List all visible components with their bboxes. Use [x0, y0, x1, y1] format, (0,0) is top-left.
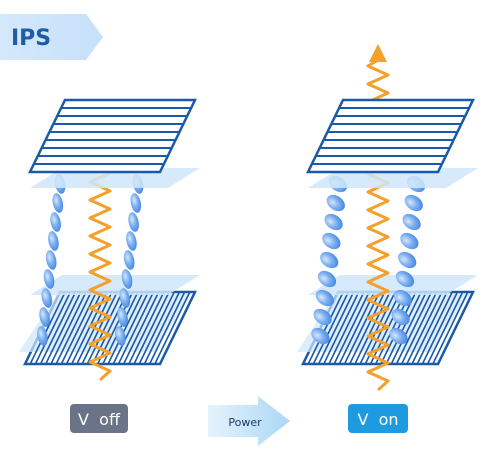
- bottom-polarizer-slit: [50, 291, 87, 365]
- bottom-glass-substrate: [308, 275, 478, 295]
- badge-voltage-on-label: V on: [357, 410, 398, 429]
- bottom-polarizer-slit: [406, 291, 443, 365]
- bottom-polarizer-slit: [338, 291, 376, 365]
- liquid-crystal-molecule: [320, 251, 339, 269]
- power-arrow: Power: [208, 396, 290, 446]
- liquid-crystal-molecule: [119, 288, 131, 308]
- liquid-crystal-molecule: [50, 212, 61, 232]
- liquid-crystal-molecule: [52, 193, 64, 213]
- bottom-polarizer-slit: [39, 291, 77, 365]
- liquid-crystal-molecule: [37, 326, 48, 346]
- bottom-polarizer-slit: [432, 291, 469, 365]
- bottom-polarizer-slit: [29, 291, 66, 365]
- liquid-crystal-molecule: [121, 269, 133, 289]
- liquid-crystal-molecule: [130, 193, 142, 213]
- bottom-polarizer-slit: [55, 291, 92, 365]
- top-polarizer-frame: [306, 98, 475, 174]
- bottom-polarizer-slit: [317, 291, 355, 365]
- panel-voltage-on: [297, 44, 478, 392]
- bottom-polarizer-slit: [312, 291, 350, 365]
- liquid-crystal-molecule: [39, 307, 50, 327]
- liquid-crystal-molecule: [315, 289, 334, 307]
- ips-tag-shape: [0, 14, 103, 60]
- bottom-polarizer-slit: [416, 291, 453, 365]
- liquid-crystal-molecule: [43, 269, 55, 289]
- bottom-polarizer-slit: [390, 291, 427, 365]
- liquid-crystal-molecule: [313, 308, 332, 326]
- liquid-crystal-molecule: [324, 213, 343, 231]
- bottom-polarizer-slit: [395, 291, 433, 365]
- bottom-polarizer-slit: [107, 291, 144, 365]
- liquid-crystal-molecule: [123, 250, 135, 270]
- liquid-crystal-molecule: [393, 289, 412, 307]
- liquid-crystal-molecule: [317, 270, 337, 288]
- bottom-polarizer-slit: [122, 291, 160, 365]
- bottom-polarizer-slit: [385, 291, 422, 365]
- bottom-polarizer-slit: [411, 291, 448, 365]
- liquid-crystal-molecule: [126, 231, 137, 251]
- liquid-crystal-molecule: [311, 327, 330, 345]
- badge-voltage-off: V off: [70, 404, 128, 433]
- bottom-polarizer-slit: [307, 291, 344, 365]
- liquid-crystal-molecule: [45, 250, 57, 270]
- liquid-crystal-molecule: [398, 251, 417, 269]
- bottom-glass-substrate: [30, 275, 200, 295]
- liquid-crystal-molecule: [41, 288, 53, 308]
- panel-voltage-off: [19, 98, 200, 382]
- bottom-polarizer-slit: [421, 291, 459, 365]
- liquid-crystal-molecule: [128, 212, 139, 232]
- liquid-crystal-molecule: [48, 231, 59, 251]
- ips-tag-label: IPS: [11, 26, 51, 51]
- liquid-crystal-molecule: [326, 194, 345, 212]
- liquid-crystal-molecule: [400, 232, 419, 250]
- top-polarizer-frame: [28, 98, 197, 174]
- bottom-polarizer-slit: [128, 291, 165, 365]
- power-arrow-shape: [208, 396, 290, 446]
- liquid-crystal-molecule: [389, 327, 408, 345]
- bottom-polarizer-slit: [354, 291, 391, 365]
- badge-voltage-on-bg: [348, 404, 408, 433]
- bottom-polarizer-slit: [133, 291, 170, 365]
- bottom-polarizer-slit: [81, 291, 118, 365]
- power-arrow-label: Power: [228, 416, 262, 429]
- bottom-polarizer-slit: [34, 291, 72, 365]
- bottom-polarizer-slit: [426, 291, 464, 365]
- bottom-polarizer-slit: [148, 291, 186, 365]
- badge-voltage-off-bg: [70, 404, 128, 433]
- liquid-crystal-molecule: [404, 194, 423, 212]
- bottom-polarizer-slit: [117, 291, 155, 365]
- bottom-polarizer-slit: [359, 291, 396, 365]
- liquid-crystal-molecule: [395, 270, 415, 288]
- bottom-polarizer-slit: [112, 291, 149, 365]
- bottom-polarizer-slit: [60, 291, 98, 365]
- liquid-crystal-molecule: [117, 307, 128, 327]
- bottom-polarizer-slit: [333, 291, 370, 365]
- bottom-polarizer-slit: [86, 291, 124, 365]
- bottom-polarizer-slit: [400, 291, 438, 365]
- liquid-crystal-molecule: [115, 326, 126, 346]
- bottom-polarizer-slit: [154, 291, 191, 365]
- bottom-polarizer-slit: [323, 291, 360, 365]
- light-arrowhead: [369, 44, 387, 62]
- bottom-polarizer-slit: [91, 291, 129, 365]
- bottom-polarizer-slit: [143, 291, 181, 365]
- bottom-polarizer-slit: [328, 291, 365, 365]
- bottom-polarizer-slit: [138, 291, 175, 365]
- liquid-crystal-molecule: [322, 232, 341, 250]
- bottom-polarizer-slit: [45, 291, 82, 365]
- badge-voltage-off-label: V off: [78, 410, 121, 429]
- liquid-crystal-molecule: [402, 213, 421, 231]
- badge-voltage-on: V on: [348, 404, 408, 433]
- liquid-crystal-molecule: [391, 308, 410, 326]
- ips-tag: IPS: [0, 14, 103, 60]
